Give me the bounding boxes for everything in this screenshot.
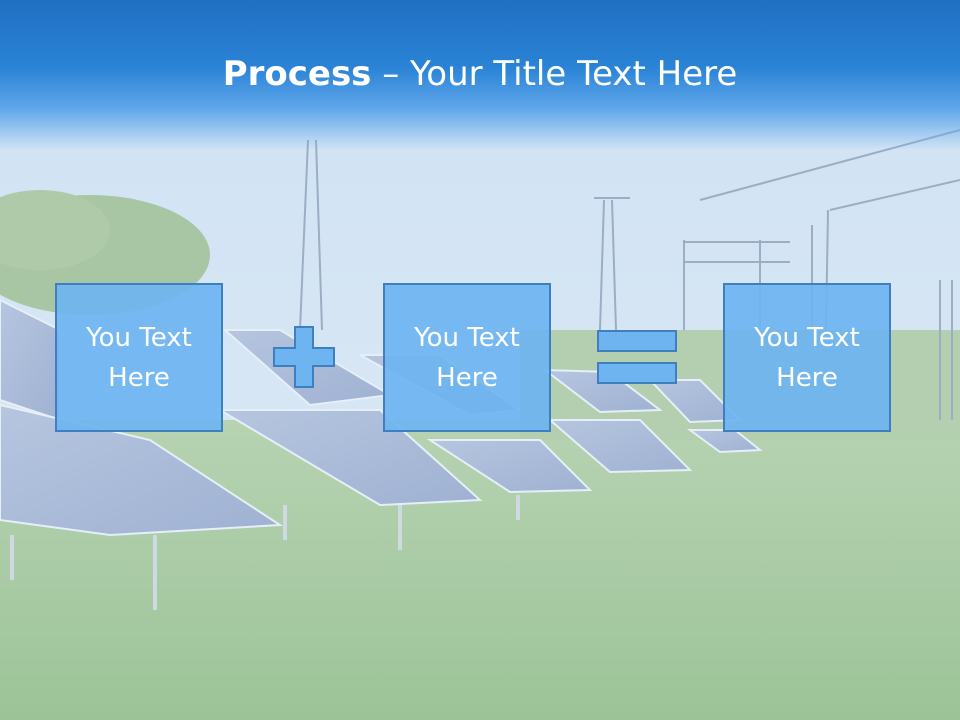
slide-title: Process – Your Title Text Here [0, 52, 960, 96]
title-rest-text: – Your Title Text Here [371, 54, 738, 94]
plus-icon [273, 326, 335, 388]
title-bold-text: Process [222, 54, 372, 94]
process-step-1-box[interactable]: You Text Here [55, 283, 223, 432]
process-step-2-text: You Text Here [414, 322, 520, 393]
process-step-3-box[interactable]: You Text Here [723, 283, 891, 432]
process-step-2-box[interactable]: You Text Here [383, 283, 551, 432]
process-step-3-text: You Text Here [754, 322, 860, 393]
equals-icon [597, 330, 677, 384]
title-bar [0, 0, 960, 150]
process-step-1-text: You Text Here [86, 322, 192, 393]
